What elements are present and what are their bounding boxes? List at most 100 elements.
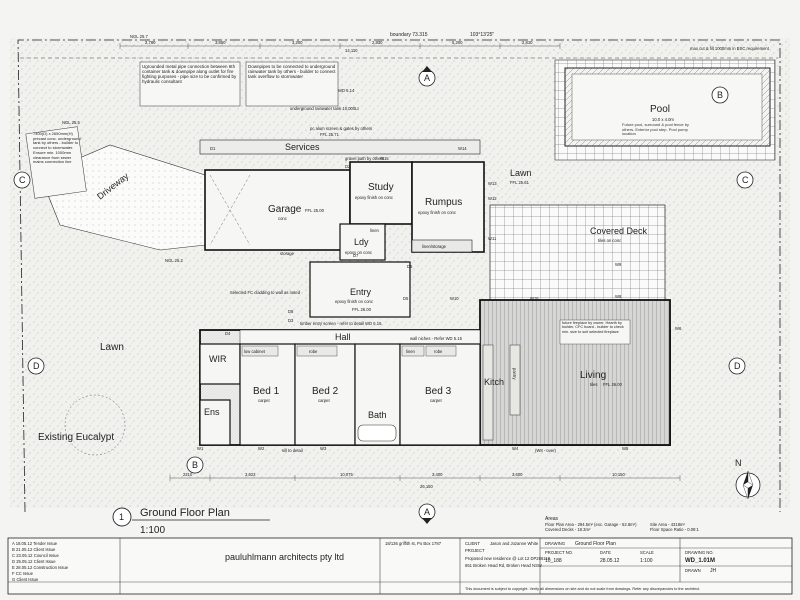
study-label: Study	[368, 182, 394, 193]
ngl-drive: NGL 25.2	[165, 258, 183, 263]
pantry-label: pantry	[512, 368, 517, 381]
door-tag-d6: D6	[407, 264, 413, 269]
rev-f: F CC Issue	[12, 571, 34, 576]
pool-size: 10.0 x 4.0m	[652, 117, 674, 122]
ensuite-label: Ens	[204, 407, 220, 417]
window-tag-w10: W10	[450, 296, 459, 301]
bed-2-robe	[296, 345, 338, 357]
pool-inner	[571, 73, 763, 141]
window-tag-w1: W1	[197, 446, 204, 451]
dim-bottom-overall: 26,150	[420, 484, 433, 489]
drawn-value: JH	[710, 568, 717, 574]
fc-cladding-note: Selected FC cladding to wall as noted	[230, 290, 301, 295]
disclaimer: This document is subject to copyright. V…	[465, 587, 700, 591]
kitchen-label: Kitch	[484, 377, 504, 387]
dim-top-2: 3,850	[215, 40, 226, 45]
section-label-a-top: A	[424, 73, 430, 83]
eucalypt-canopy	[64, 394, 126, 456]
section-marker-c-left: C	[13, 171, 31, 189]
window-markers: W1 W2 W3 W4 W5 W6 W8 W9 W10 W11 W12 W13 …	[197, 146, 682, 451]
window-tag-w4: W4	[512, 446, 519, 451]
laundry-finish: epoxy on conc	[345, 250, 372, 255]
section-marker-d-right: D	[728, 357, 746, 375]
section-label-c-right: C	[742, 175, 749, 185]
living-finish: tiles	[590, 382, 597, 387]
drawing-no-label: DRAWING NO.	[685, 550, 714, 555]
dim-top-6: 2,810	[522, 40, 533, 45]
lawn-right-label: Lawn	[510, 168, 532, 178]
ngl-left: NGL 25.5	[62, 120, 80, 125]
bed-2-robe-label: robe	[309, 349, 318, 354]
dim-top-4: 2,830	[372, 40, 383, 45]
section-marker-c-right: C	[736, 171, 754, 189]
section-marker-d-left: D	[27, 357, 45, 375]
door-tag-d7: D7	[353, 253, 359, 258]
bottom-dimension-chain	[169, 475, 681, 481]
rumpus-finish: epoxy finish on conc	[418, 210, 456, 215]
project-label: PROJECT	[465, 548, 485, 553]
site-area-value: Site Area - 4318m²	[650, 522, 686, 527]
wir	[199, 343, 241, 385]
entry-ffl: FFL 26.00	[352, 307, 372, 312]
low-cabinet	[241, 345, 279, 357]
bed-1-label: Bed 1	[253, 386, 280, 397]
study	[349, 161, 413, 225]
address-value: 651 Broken Head Rd, Broken Head NSW	[465, 563, 542, 568]
downpipe-note: Downpipes to be connected to underground…	[248, 64, 336, 79]
drawing-value: Ground Floor Plan	[575, 541, 616, 547]
dim-bottom-6: 10,150	[612, 472, 625, 477]
kitchen-island	[509, 344, 521, 416]
dim-bottom-4: 3,400	[432, 472, 443, 477]
bed-3-robe	[425, 345, 457, 357]
wall-ref-note: WD 5.14	[338, 88, 355, 93]
bed-3-label: Bed 3	[425, 386, 452, 397]
dim-bottom-5: 3,600	[512, 472, 523, 477]
section-label-d-left: D	[33, 361, 40, 371]
bed-1-finish: carpet	[258, 398, 270, 403]
project-no-label: PROJECT NO.	[545, 550, 573, 555]
garage-label: Garage	[268, 204, 302, 215]
garage	[204, 169, 351, 251]
window-tag-w13: W13	[488, 181, 497, 186]
rev-e: E 28.05.12 Construction Issue	[12, 565, 69, 570]
rev-b: B 21.05.12 Client Issue	[12, 547, 56, 552]
project-value: Proposed new residence @ Lot 12 DP286118	[465, 556, 551, 561]
low-cabinet-label: low cabinet	[244, 349, 266, 354]
ensuite	[199, 399, 231, 446]
fsr-value: Floor Space Ratio - 0.09:1	[650, 527, 700, 532]
covered-deck	[489, 204, 666, 306]
drawn-label: DRAWN	[685, 568, 701, 573]
downpipe-note-box	[245, 61, 339, 107]
gutters-note: pc alum screen & gates by others	[310, 126, 372, 131]
aircon-note: max cut & fill 1000mm in BSC requirement	[690, 46, 770, 51]
drawing-title-block: 1 Ground Floor Plan 1:100	[112, 507, 270, 536]
window-tag-w15: W15	[380, 156, 389, 161]
rev-d: D 25.05.12 Client Issue	[12, 559, 56, 564]
rev-a: A 18.05.12 Tender Issue	[12, 541, 58, 546]
bed-3-linen	[401, 345, 425, 357]
bed-2-label: Bed 2	[312, 386, 339, 397]
window-tag-w12: W12	[488, 196, 497, 201]
scale-label: SCALE	[640, 550, 654, 555]
section-label-b-bottom: B	[192, 460, 198, 470]
study-finish: epoxy finish on conc	[355, 195, 393, 200]
door-tag-d5: D5	[403, 296, 409, 301]
bottom-dimension-labels: 2210 3,623 10,075 3,400 3,600 10,150 26,…	[183, 472, 625, 489]
entry-label: Entry	[350, 287, 372, 297]
section-marker-b-top: B	[711, 86, 729, 104]
garage-storage: storage	[280, 251, 295, 256]
client-label: CLIENT	[465, 541, 480, 546]
section-label-b-top: B	[717, 90, 723, 100]
door-tag-d2: D2	[345, 164, 351, 169]
septic-note: 7400(D) x 2650mm(H) precast conc. underg…	[33, 132, 81, 165]
stormwater-note-wrap: Ugrounded metal pipe connection between …	[142, 64, 236, 84]
bath-tub	[357, 424, 397, 442]
areas-label: Areas	[545, 516, 559, 522]
covered-deck-label: Covered Deck	[590, 226, 648, 236]
septic-note-wrap: 7400(D) x 2650mm(H) precast conc. underg…	[33, 132, 81, 165]
laundry-label: Ldy	[354, 237, 369, 247]
laundry	[339, 223, 386, 261]
top-dimension-chain	[119, 43, 561, 49]
firm-address: 18/136 griffith st, Po Box 1787	[385, 541, 442, 546]
bath-label: Bath	[368, 410, 387, 420]
